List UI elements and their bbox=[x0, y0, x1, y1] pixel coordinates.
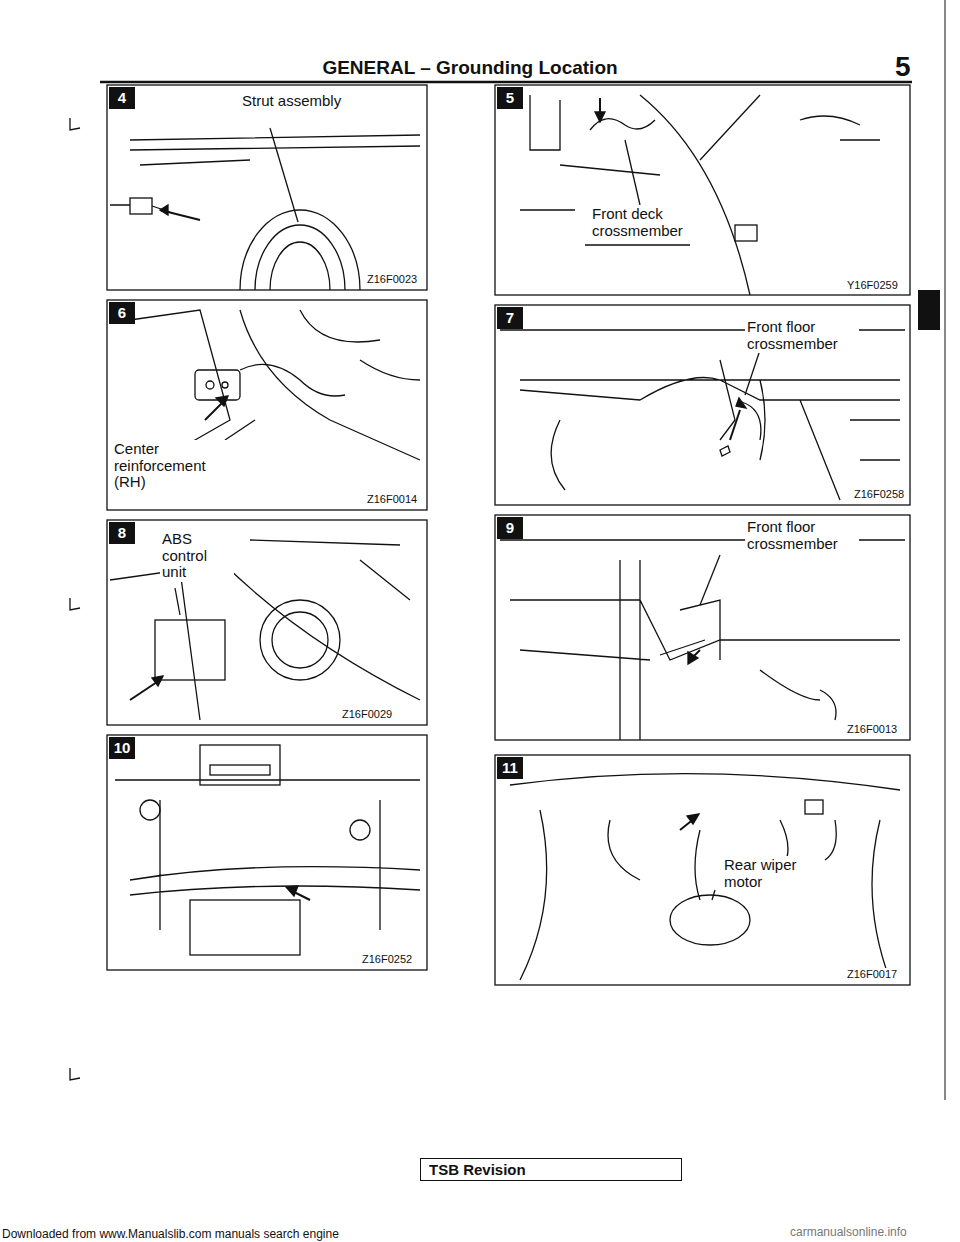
figure-code: Z16F0029 bbox=[340, 708, 394, 720]
figure-code: Z16F0023 bbox=[365, 273, 419, 285]
callout-number: 4 bbox=[109, 87, 135, 109]
callout-number: 6 bbox=[109, 302, 135, 324]
callout-number: 7 bbox=[497, 307, 523, 329]
callout-number: 5 bbox=[497, 87, 523, 109]
part-label: ABS control unit bbox=[160, 530, 234, 582]
page-number: 5 bbox=[895, 52, 911, 83]
callout-number: 9 bbox=[497, 517, 523, 539]
callout-number: 8 bbox=[109, 522, 135, 544]
figure-code: Z16F0017 bbox=[845, 968, 899, 980]
figure-code: Z16F0013 bbox=[845, 723, 899, 735]
part-label: Front floor crossmember bbox=[745, 318, 859, 353]
callout-number: 10 bbox=[109, 737, 135, 759]
part-label: Front deck crossmember bbox=[590, 205, 704, 240]
callout-number: 11 bbox=[497, 757, 523, 779]
watermark: carmanualsonline.info bbox=[790, 1226, 907, 1239]
figure-code: Z16F0258 bbox=[852, 488, 906, 500]
figure-code: Z16F0014 bbox=[365, 493, 419, 505]
part-label: Strut assembly bbox=[240, 92, 344, 111]
footer-note: Downloaded from www.Manualslib.com manua… bbox=[2, 1228, 339, 1241]
part-label: Rear wiper motor bbox=[722, 856, 821, 891]
box-text: TSB Revision bbox=[429, 1161, 673, 1178]
part-label: Center reinforcement (RH) bbox=[112, 440, 231, 492]
figure-code: Y16F0259 bbox=[845, 279, 900, 291]
part-label: Front floor crossmember bbox=[745, 518, 859, 553]
page-title: GENERAL – Grounding Location bbox=[322, 58, 617, 79]
revision-box: TSB Revision bbox=[420, 1158, 682, 1181]
figure-code: Z16F0252 bbox=[360, 953, 414, 965]
